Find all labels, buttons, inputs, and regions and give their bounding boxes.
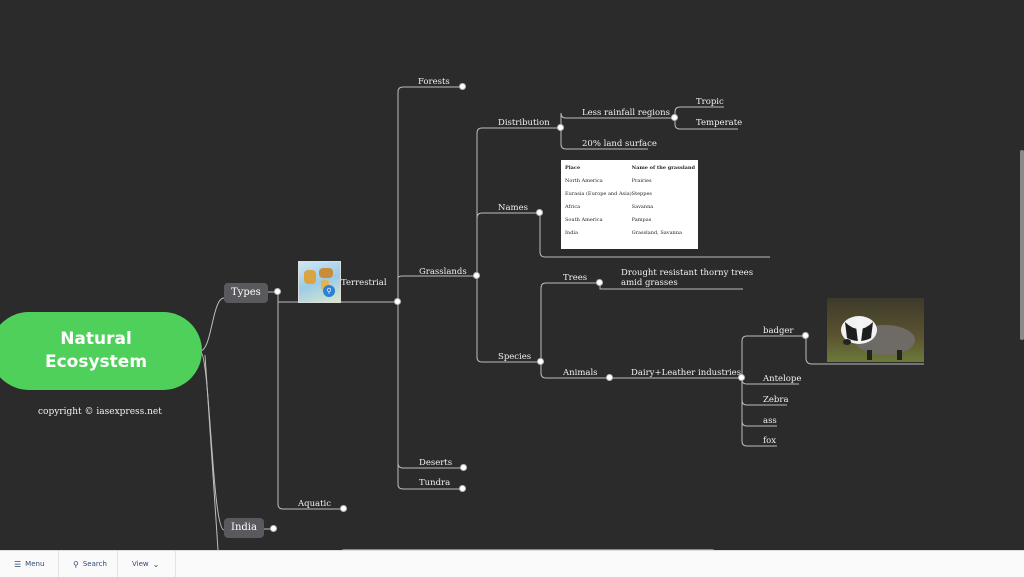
- collapse-dot-distribution[interactable]: [557, 124, 564, 131]
- collapse-dot-aquatic[interactable]: [340, 505, 347, 512]
- collapse-dot-dairy[interactable]: [738, 374, 745, 381]
- chevron-down-icon: ⌄: [152, 559, 160, 569]
- node-names[interactable]: Names: [498, 203, 528, 213]
- node-antelope[interactable]: Antelope: [763, 374, 802, 384]
- mindmap-connectors: [199, 86, 924, 550]
- node-temperate[interactable]: Temperate: [696, 118, 743, 128]
- table-cell: North America: [565, 178, 603, 184]
- collapse-dot-types[interactable]: [274, 288, 281, 295]
- node-trees-desc-2: amid grasses: [621, 278, 678, 288]
- table-row: Africa Savanna: [565, 204, 695, 217]
- menu-label: Menu: [25, 560, 45, 568]
- collapse-dot-forests[interactable]: [459, 83, 466, 90]
- search-icon: ⚲: [73, 559, 79, 569]
- table-row: South America Pampas: [565, 217, 695, 230]
- table-row: North America Prairies: [565, 178, 695, 191]
- horizontal-scrollbar[interactable]: [342, 549, 714, 550]
- node-tundra[interactable]: Tundra: [419, 478, 451, 488]
- collapse-dot-tundra[interactable]: [459, 485, 466, 492]
- collapse-dot-trees[interactable]: [596, 279, 603, 286]
- root-node-natural-ecosystem[interactable]: Natural Ecosystem: [0, 312, 202, 390]
- node-fox[interactable]: fox: [763, 436, 777, 446]
- table-cell: Pampas: [631, 217, 652, 223]
- badger-illustration: [841, 316, 915, 360]
- node-terrestrial[interactable]: Terrestrial: [341, 278, 387, 288]
- table-cell: Savanna: [631, 204, 654, 210]
- table-cell: Africa: [565, 204, 581, 210]
- node-trees-desc-1[interactable]: Drought resistant thorny trees: [621, 268, 754, 278]
- table-cell: India: [565, 230, 578, 236]
- node-tropic[interactable]: Tropic: [696, 97, 724, 107]
- copyright-text: copyright © iasexpress.net: [38, 407, 162, 417]
- table-row: India Grassland, Savanna: [565, 230, 695, 243]
- table-cell: Prairies: [631, 178, 652, 184]
- collapse-dot-names[interactable]: [536, 209, 543, 216]
- collapse-dot-terrestrial[interactable]: [394, 298, 401, 305]
- world-map-thumbnail[interactable]: ⚲: [298, 261, 341, 303]
- grassland-names-table-image[interactable]: Place Name of the grassland North Americ…: [561, 160, 698, 249]
- table-cell: Steppes: [631, 191, 652, 197]
- node-deserts[interactable]: Deserts: [419, 458, 453, 468]
- node-zebra[interactable]: Zebra: [763, 395, 789, 405]
- collapse-dot-badger[interactable]: [802, 332, 809, 339]
- node-grasslands[interactable]: Grasslands: [419, 267, 467, 277]
- node-less-rainfall[interactable]: Less rainfall regions: [582, 108, 670, 118]
- node-species[interactable]: Species: [498, 352, 532, 362]
- collapse-dot-less-rainfall[interactable]: [671, 114, 678, 121]
- collapse-dot-animals[interactable]: [606, 374, 613, 381]
- collapse-dot-india[interactable]: [270, 525, 277, 532]
- zoom-icon[interactable]: ⚲: [323, 285, 335, 297]
- search-label: Search: [82, 560, 107, 568]
- node-india[interactable]: India: [224, 518, 264, 538]
- node-types[interactable]: Types: [224, 283, 268, 303]
- hamburger-icon: ☰: [14, 559, 22, 569]
- search-button[interactable]: ⚲ Search: [59, 551, 118, 577]
- view-label: View: [132, 560, 149, 568]
- menu-button[interactable]: ☰ Menu: [0, 551, 59, 577]
- collapse-dot-species[interactable]: [537, 358, 544, 365]
- node-distribution[interactable]: Distribution: [498, 118, 550, 128]
- root-title-line1: Natural: [60, 329, 132, 349]
- collapse-dot-grasslands[interactable]: [473, 272, 480, 279]
- node-forests[interactable]: Forests: [418, 77, 450, 87]
- vertical-scrollbar[interactable]: [1020, 150, 1024, 340]
- table-cell: Eurasia (Europe and Asia): [565, 191, 632, 197]
- node-dairy-leather[interactable]: Dairy+Leather industries: [631, 368, 742, 378]
- collapse-dot-deserts[interactable]: [460, 464, 467, 471]
- node-aquatic[interactable]: Aquatic: [298, 499, 332, 509]
- mindmap-canvas[interactable]: Natural Ecosystem copyright © iasexpress…: [0, 0, 1024, 550]
- node-animals[interactable]: Animals: [563, 368, 598, 378]
- node-land-surface[interactable]: 20% land surface: [582, 139, 657, 149]
- table-cell: South America: [565, 217, 603, 223]
- node-ass[interactable]: ass: [763, 416, 777, 426]
- node-badger[interactable]: badger: [763, 326, 794, 336]
- table-row: Eurasia (Europe and Asia) Steppes: [565, 191, 695, 204]
- table-cell: Grassland, Savanna: [631, 230, 682, 236]
- root-title-line2: Ecosystem: [44, 352, 148, 372]
- badger-photo[interactable]: [827, 298, 924, 362]
- view-button[interactable]: View ⌄: [118, 551, 176, 577]
- table-header-grassland: Name of the grassland: [631, 165, 696, 171]
- node-trees[interactable]: Trees: [563, 273, 588, 283]
- table-header-place: Place: [565, 165, 581, 171]
- bottom-toolbar: ☰ Menu ⚲ Search View ⌄: [0, 550, 1024, 577]
